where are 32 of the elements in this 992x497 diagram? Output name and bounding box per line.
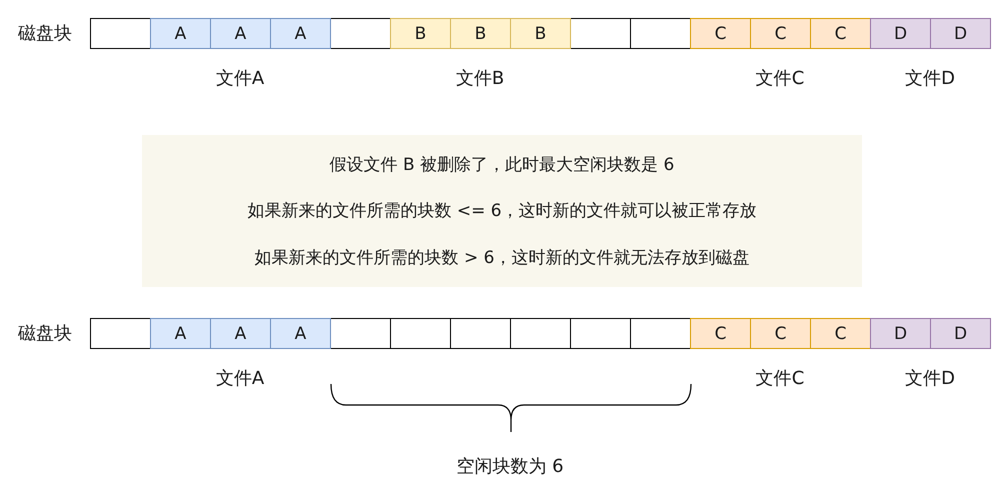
block-cell: C: [690, 318, 751, 349]
block-cell: D: [870, 18, 931, 49]
block-cell: B: [510, 18, 571, 49]
block-cell: B: [450, 18, 511, 49]
block-cell: D: [930, 18, 991, 49]
file-label: 文件D: [905, 367, 955, 390]
block-cell: C: [750, 318, 811, 349]
block-cell: A: [210, 318, 271, 349]
note-text: 假设文件 B 被删除了，此时最大空闲块数是 6: [330, 154, 674, 176]
file-label: 文件A: [216, 367, 264, 390]
block-cell: D: [870, 318, 931, 349]
block-cell: C: [810, 18, 871, 49]
block-cell: D: [930, 318, 991, 349]
block-cell: C: [810, 318, 871, 349]
file-label: 文件C: [756, 367, 804, 390]
block-cell: C: [750, 18, 811, 49]
block-cell: A: [270, 318, 331, 349]
note-text: 如果新来的文件所需的块数 > 6，这时新的文件就无法存放到磁盘: [254, 247, 750, 270]
file-label: 文件D: [905, 67, 955, 90]
file-label: 文件C: [756, 67, 804, 90]
block-cell: A: [150, 18, 211, 49]
block-cell: A: [210, 18, 271, 49]
file-label: 文件B: [456, 67, 504, 90]
note-text: 如果新来的文件所需的块数 <= 6，这时新的文件就可以被正常存放: [247, 200, 757, 222]
file-label: 文件A: [216, 67, 264, 90]
block-cell: B: [390, 18, 451, 49]
block-cell: C: [690, 18, 751, 49]
brace-label: 空闲块数为 6: [456, 455, 564, 478]
row-label: 磁盘块: [18, 322, 72, 345]
block-cell: A: [270, 18, 331, 49]
block-cell: A: [150, 318, 211, 349]
row-label: 磁盘块: [18, 22, 72, 45]
